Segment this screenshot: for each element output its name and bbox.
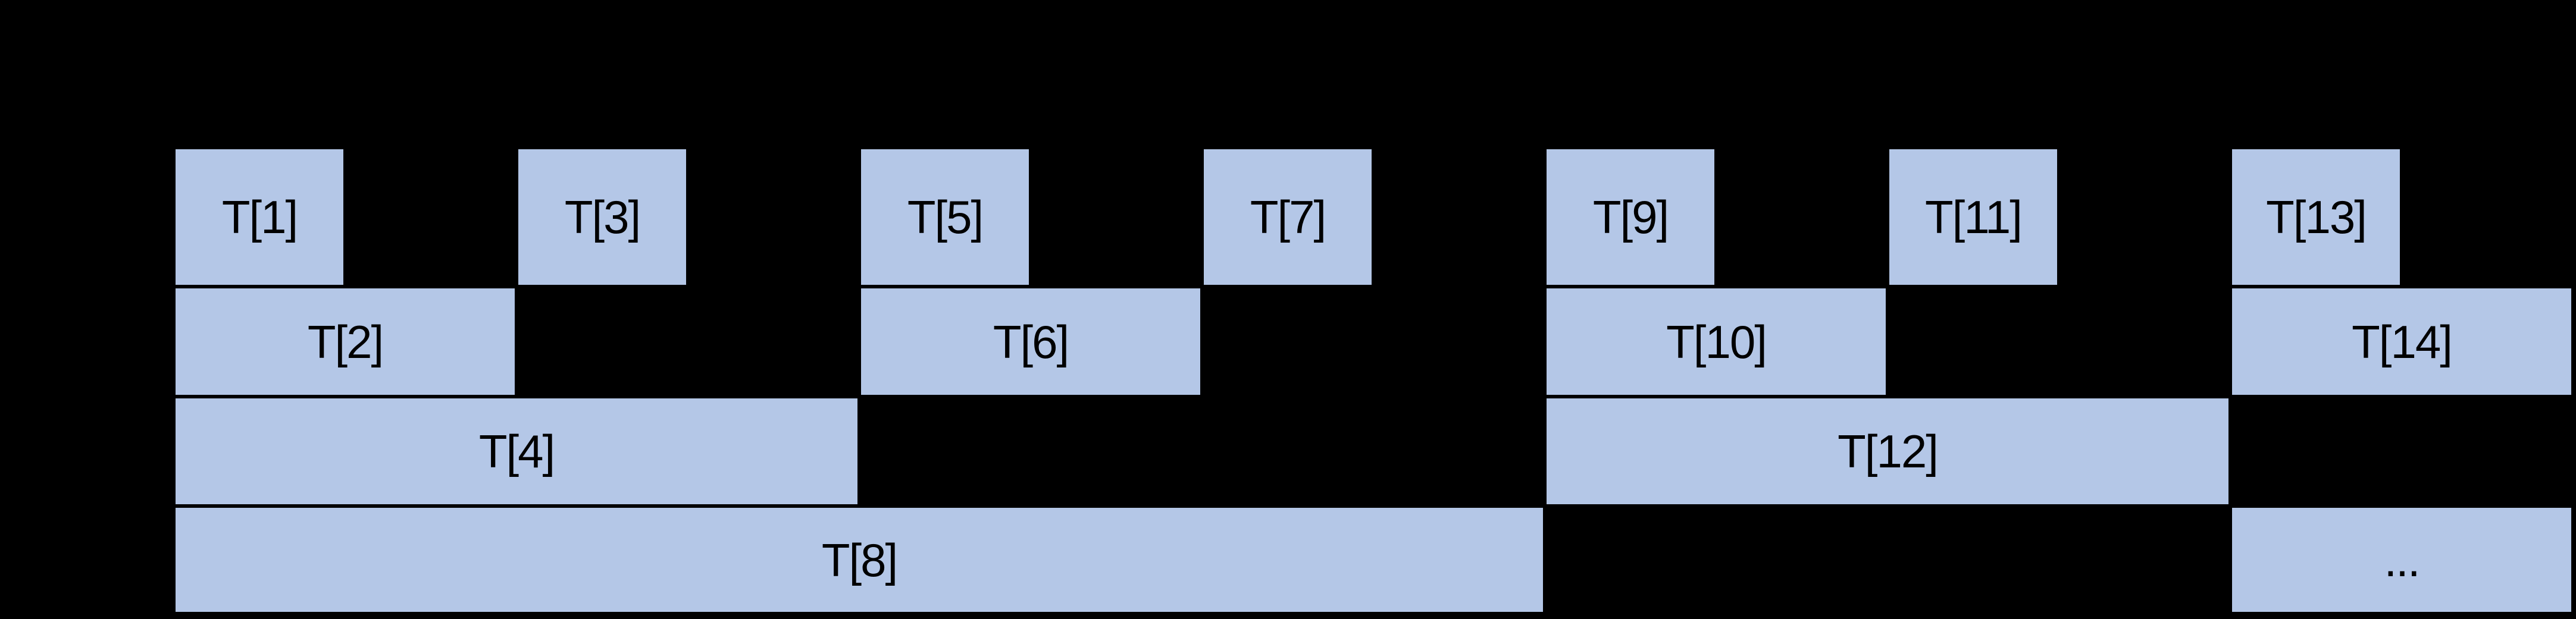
tree-node-t6: T[6] bbox=[859, 287, 1202, 397]
tree-node-t5: T[5] bbox=[859, 147, 1031, 287]
tree-node-t3: T[3] bbox=[517, 147, 688, 287]
tree-node-t4: T[4] bbox=[174, 397, 859, 506]
tree-node-t10: T[10] bbox=[1545, 287, 1888, 397]
tree-node-t12: T[12] bbox=[1545, 397, 2230, 506]
tree-node-t9: T[9] bbox=[1545, 147, 1716, 287]
tree-node-t8: T[8] bbox=[174, 506, 1545, 614]
tree-node-ellipsis: ... bbox=[2230, 506, 2573, 614]
tree-node-t14: T[14] bbox=[2230, 287, 2573, 397]
tree-node-t7: T[7] bbox=[1202, 147, 1373, 287]
tree-node-t13: T[13] bbox=[2230, 147, 2402, 287]
tree-node-t2: T[2] bbox=[174, 287, 517, 397]
tree-node-t1: T[1] bbox=[174, 147, 345, 287]
tree-node-t11: T[11] bbox=[1888, 147, 2059, 287]
